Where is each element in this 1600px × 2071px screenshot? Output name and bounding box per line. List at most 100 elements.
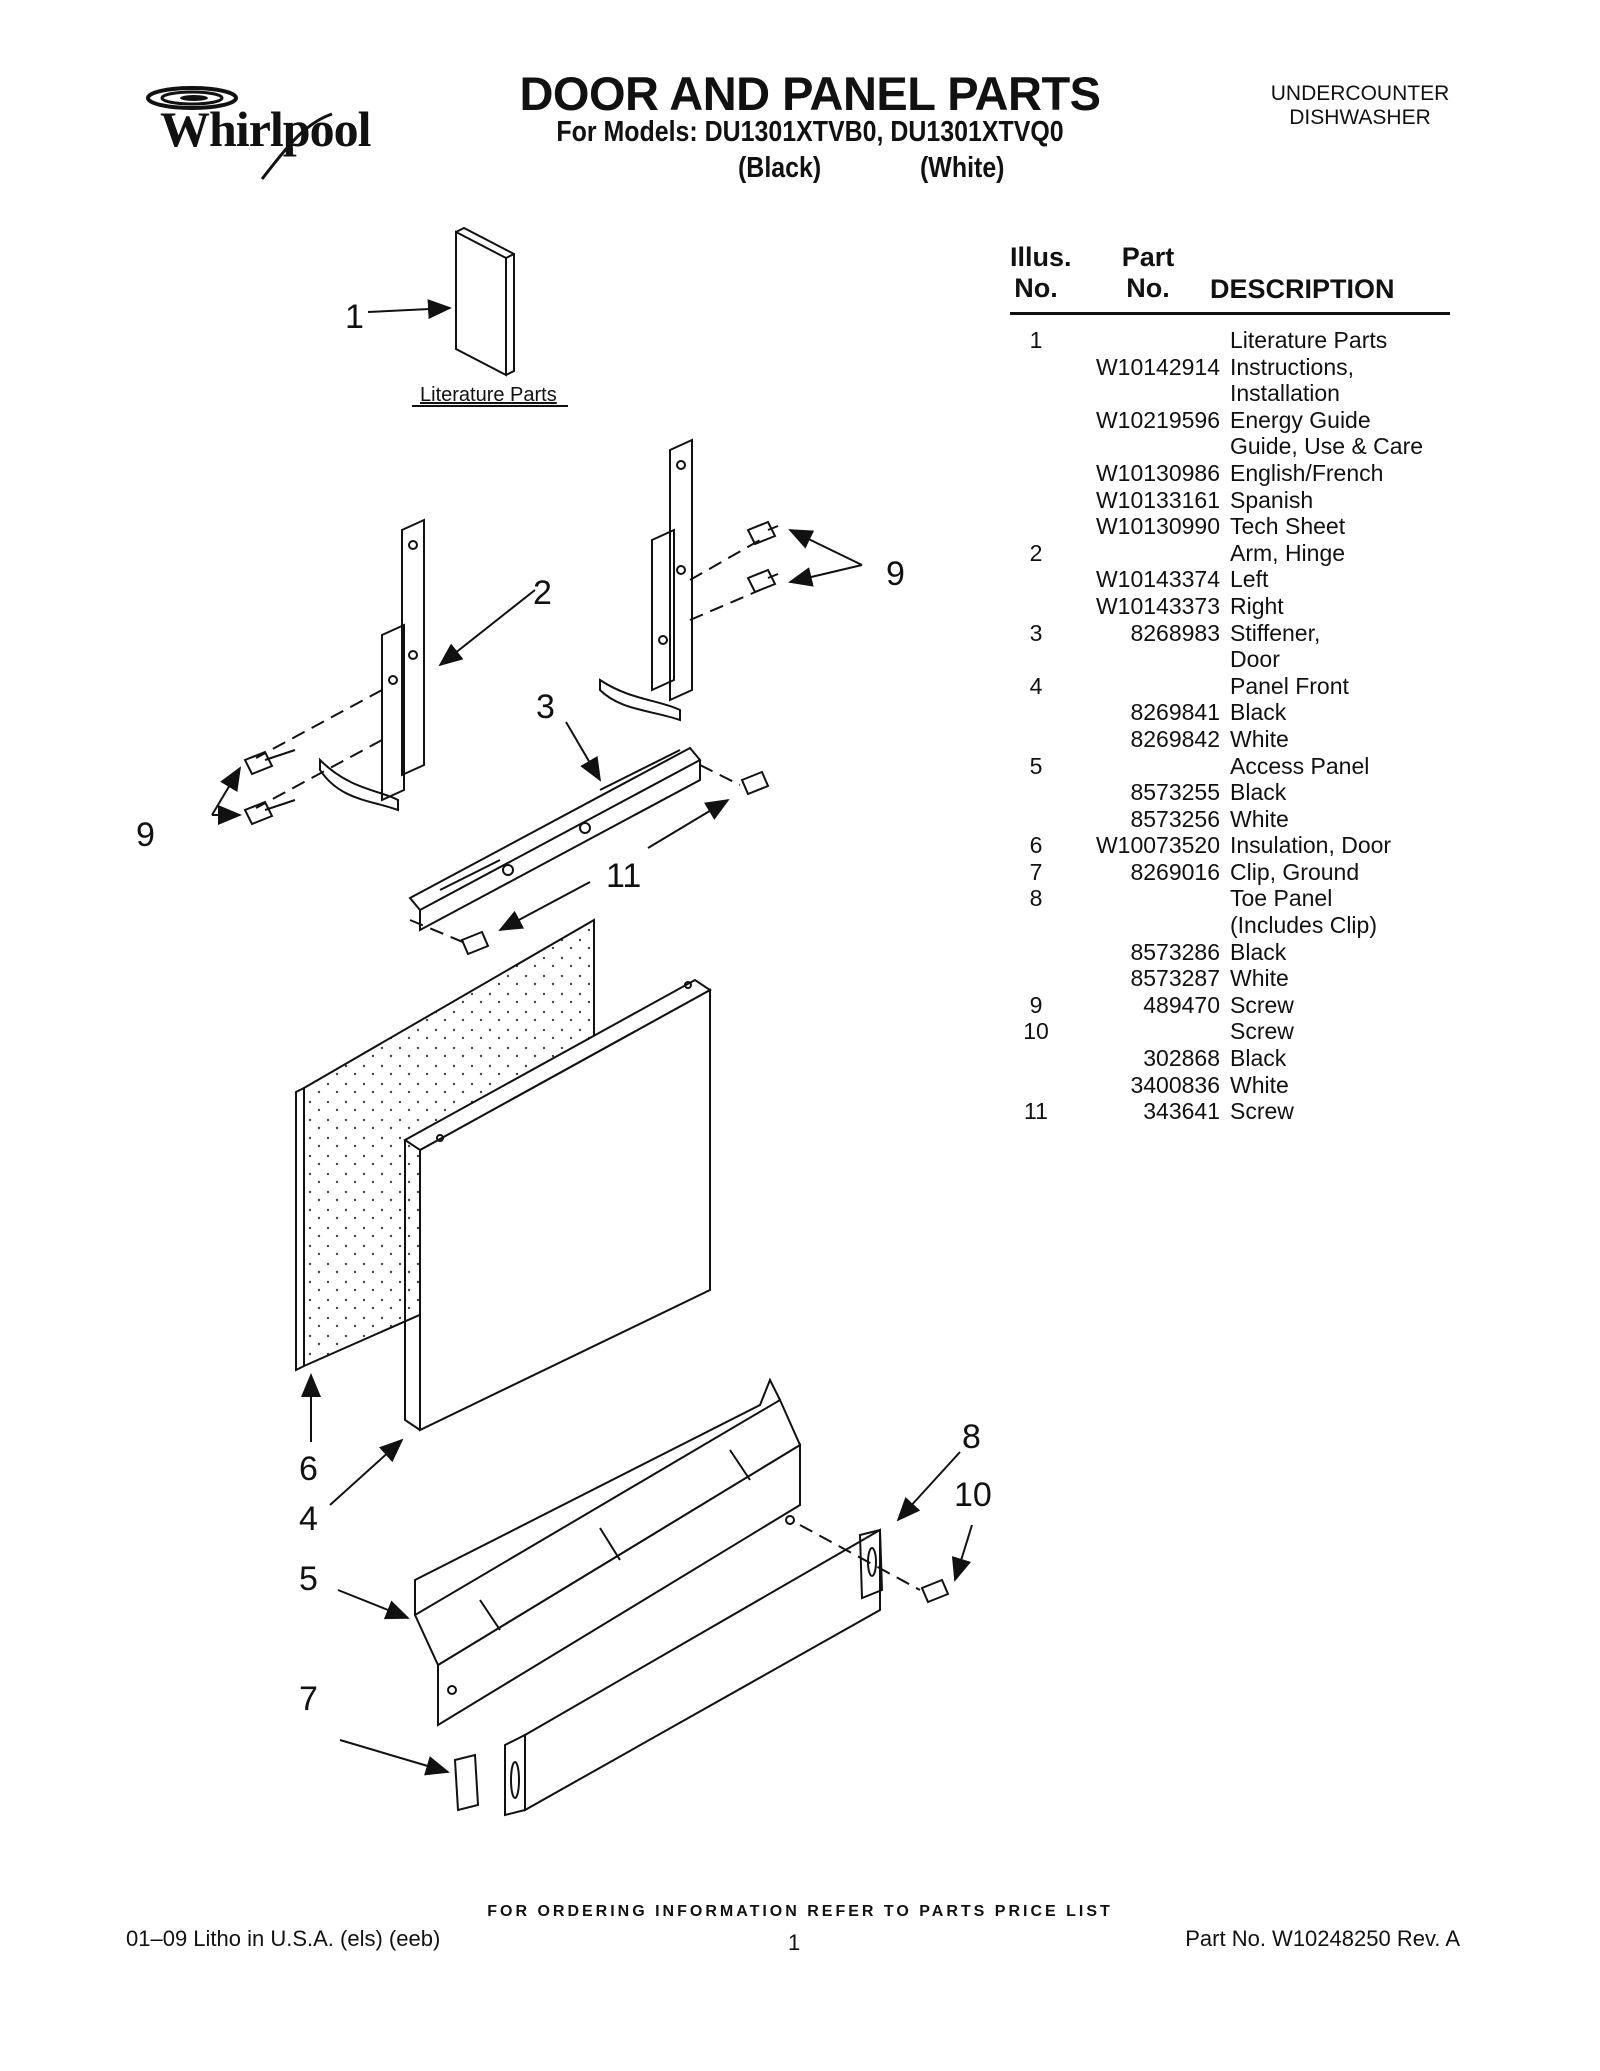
header-description: DESCRIPTION [1210,274,1395,304]
table-row: 8269842 White [1010,726,1450,753]
header-illus: Illus. No. [1010,242,1072,304]
table-row: 4 Panel Front [1010,673,1450,700]
part-number-cell: W10142914 [1095,353,1220,380]
part-number-cell: W10133161 [1095,486,1220,513]
table-row: Guide, Use & Care [1010,433,1450,460]
part-number-cell: W10073520 [1095,832,1220,859]
description-cell: Panel Front [1230,672,1349,699]
table-row: Door [1010,646,1450,673]
part-number-cell: W10130986 [1095,459,1220,486]
description-cell: Arm, Hinge [1230,539,1346,566]
description-cell: Door [1230,646,1280,673]
part-number-cell: 8573256 [1130,805,1220,832]
toe-panel [504,1528,884,1817]
callout-1: 1 [345,298,364,336]
description-cell: Spanish [1230,486,1314,513]
callout-6: 6 [299,1450,318,1488]
ordering-note: FOR ORDERING INFORMATION REFER TO PARTS … [487,1903,1113,1920]
description-cell: Tech Sheet [1230,513,1346,540]
part-number-cell: 8269842 [1130,725,1220,752]
table-row: 7 8269016 Clip, Ground [1010,859,1450,886]
description-cell: Black [1230,779,1287,806]
callout-9-right: 9 [886,555,905,593]
description-cell: Screw [1230,1098,1294,1125]
access-panel [413,1377,802,1727]
illus-cell: 1 [1029,327,1043,353]
table-row: Installation [1010,380,1450,407]
description-cell: Insulation, Door [1230,832,1392,859]
description-cell: English/French [1230,459,1384,486]
illus-cell: 7 [1029,858,1043,885]
description-cell: Black [1230,1045,1287,1072]
header-rule [1010,312,1450,315]
callout-5: 5 [299,1560,318,1598]
description-cell: Stiffener, [1230,619,1321,646]
description-cell: White [1230,1071,1289,1098]
callout-7: 7 [299,1680,318,1718]
table-row: 8 Toe Panel [1010,885,1450,912]
header-illus-line1: Illus. [1010,242,1072,272]
description-cell: Left [1230,566,1269,593]
part-number-cell: 8269016 [1130,858,1220,885]
description-cell: Guide, Use & Care [1230,433,1424,460]
illus-cell: 8 [1029,885,1043,912]
callout-3: 3 [536,688,555,726]
illus-cell: 4 [1029,672,1043,699]
table-row: 2 Arm, Hinge [1010,540,1450,567]
description-cell: Energy Guide [1230,406,1371,433]
part-number-cell: 343641 [1143,1098,1220,1125]
table-row: W10143374 Left [1010,566,1450,593]
table-row: (Includes Clip) [1010,912,1450,939]
screw-10 [920,1578,950,1604]
table-row: W10130986 English/French [1010,460,1450,487]
illus-cell: 11 [1024,1098,1048,1125]
door-stiffener [408,746,702,932]
description-cell: White [1230,725,1289,752]
literature-parts-label: Literature Parts [420,384,557,406]
hinge-arm-left [319,518,425,812]
illus-cell: 9 [1029,991,1043,1018]
part-number-cell: 489470 [1143,991,1220,1018]
header-part: Part No. [1098,242,1198,304]
callout-2: 2 [533,574,552,612]
callout-11: 11 [606,857,642,895]
litho-info: 01–09 Litho in U.S.A. (els) (eeb) [126,1926,441,1951]
illus-cell: 5 [1029,752,1043,779]
description-cell: (Includes Clip) [1230,912,1377,939]
description-cell: Toe Panel [1230,885,1333,912]
screw-9-group [243,520,779,826]
callout-9-left: 9 [136,816,155,854]
product-type: UNDERCOUNTER DISHWASHER [1240,82,1480,130]
table-row: 1 Literature Parts [1010,327,1450,354]
header-illus-line2: No. [1014,273,1058,303]
table-row: W10133161 Spanish [1010,487,1450,514]
document-part-number: Part No. W10248250 Rev. A [1185,1926,1460,1951]
product-type-line2: DISHWASHER [1289,106,1431,129]
header-part-line1: Part [1121,242,1175,272]
variant-white: (White) [920,152,1005,184]
description-cell: Clip, Ground [1230,858,1360,885]
page-title: DOOR AND PANEL PARTS [519,67,1101,120]
table-row: 11 343641 Screw [1010,1098,1450,1125]
illus-cell: 10 [1023,1018,1049,1045]
description-cell: Literature Parts [1230,327,1388,353]
part-number-cell: W10143374 [1095,566,1220,593]
part-number-cell: 8573287 [1130,965,1220,992]
illus-cell: 2 [1029,539,1043,566]
callout-4: 4 [299,1500,318,1538]
part-number-cell: 8269841 [1130,699,1220,726]
front-panel [403,978,712,1432]
